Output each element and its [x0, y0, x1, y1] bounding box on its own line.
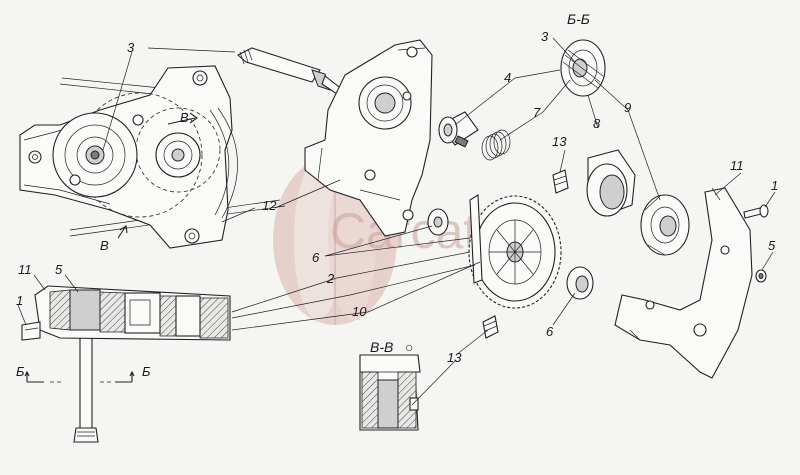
- callout-1-left: 1: [16, 293, 23, 308]
- callout-9: 9: [624, 100, 631, 115]
- callout-11-right: 11: [730, 158, 744, 173]
- label-vv-section: В-В: [370, 339, 393, 355]
- sprocket-gear: [427, 194, 594, 339]
- label-v-top: В: [180, 110, 189, 125]
- callout-5-left: 5: [55, 262, 63, 277]
- front-view-assembly: [19, 65, 286, 249]
- callout-2: 2: [326, 271, 335, 286]
- callout-6-top: 6: [312, 250, 320, 265]
- label-b-right: Б: [142, 364, 151, 379]
- callout-5-right: 5: [768, 238, 776, 253]
- leader-lines: [17, 37, 776, 406]
- label-bb-section: Б-Б: [567, 11, 590, 27]
- callout-1-right: 1: [771, 178, 778, 193]
- callout-11-left: 11: [18, 262, 32, 277]
- center-bracket-plate: [304, 39, 433, 237]
- label-v-bottom: В: [100, 238, 109, 253]
- callout-12: 12: [262, 198, 277, 213]
- callout-13-bottom: 13: [447, 350, 462, 365]
- callout-8: 8: [593, 116, 601, 131]
- label-b-left: Б: [16, 364, 25, 379]
- section-assembly-bottom: [21, 285, 231, 443]
- input-shaft: [237, 47, 344, 97]
- section-vv-detail: [359, 354, 421, 431]
- callout-4: 4: [504, 70, 511, 85]
- right-bracket: [614, 187, 769, 379]
- callout-7: 7: [533, 105, 541, 120]
- section-bb-parts: [438, 39, 690, 256]
- callout-3-top: 3: [127, 40, 135, 55]
- labels: Б-Б В-В ○ Б Б В В 3 3 4 7 8 9 13 11 1 5 …: [16, 11, 778, 379]
- callout-10: 10: [352, 304, 367, 319]
- label-vv-circle: ○: [405, 339, 413, 355]
- callout-6-bottom: 6: [546, 324, 554, 339]
- callout-13-top: 13: [552, 134, 567, 149]
- callout-3-bb: 3: [541, 29, 549, 44]
